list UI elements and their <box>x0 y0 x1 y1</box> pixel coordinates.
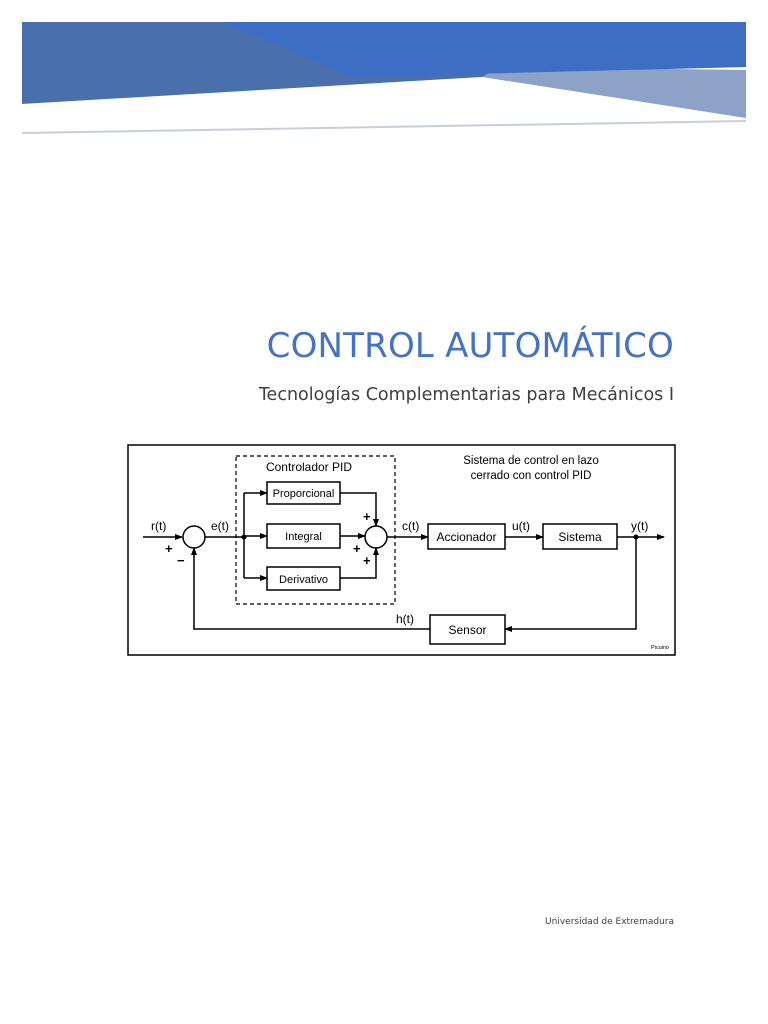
signal-e-label: e(t) <box>211 519 229 533</box>
diagram-heading-line2: cerrado con control PID <box>471 470 592 482</box>
derivativo-label: Derivativo <box>279 574 328 586</box>
diagram-credit: Picuino <box>651 645 669 651</box>
pid-controller-title: Controlador PID <box>266 460 352 474</box>
signal-r-label: r(t) <box>151 519 166 533</box>
signal-c-label: c(t) <box>402 519 419 533</box>
proporcional-plus-sign: + <box>363 509 371 524</box>
feedback-to-sensor-arrow <box>504 537 637 632</box>
banner-thin-line <box>22 120 746 134</box>
document-subtitle: Tecnologías Complementarias para Mecánic… <box>258 385 674 405</box>
sensor-label: Sensor <box>448 623 486 637</box>
error-summing-junction <box>182 525 206 549</box>
sistema-label: Sistema <box>558 530 602 544</box>
output-branch-dot <box>633 534 639 540</box>
error-branch-dot <box>241 534 247 540</box>
signal-y-label: y(t) <box>631 519 648 533</box>
proporcional-label: Proporcional <box>273 488 335 500</box>
pid-block-diagram: Controlador PID Sistema de control en la… <box>127 444 676 656</box>
document-title: CONTROL AUTOMÁTICO <box>266 326 674 366</box>
integral-label: Integral <box>285 531 322 543</box>
diagram-frame <box>127 444 676 656</box>
feedback-to-sum-arrow <box>191 547 430 630</box>
integral-block <box>266 523 341 549</box>
derivativo-plus-sign: + <box>363 553 371 568</box>
pid-summing-junction <box>364 525 388 549</box>
proporcional-to-sum-arrow <box>340 492 379 527</box>
signal-h-label: h(t) <box>396 612 414 626</box>
signal-u-label: u(t) <box>512 519 530 533</box>
accionador-label: Accionador <box>436 530 496 544</box>
pid-controller-box <box>235 455 396 605</box>
document-footer: Universidad de Extremadura <box>545 917 674 927</box>
diagram-heading-line1: Sistema de control en lazo <box>463 455 599 467</box>
derivativo-to-sum-arrow <box>340 547 379 579</box>
error-plus-sign: + <box>165 541 173 556</box>
banner-bright-band <box>222 22 746 77</box>
header-banner <box>22 22 746 140</box>
error-minus-sign: − <box>177 553 185 568</box>
integral-plus-sign: + <box>353 541 361 556</box>
